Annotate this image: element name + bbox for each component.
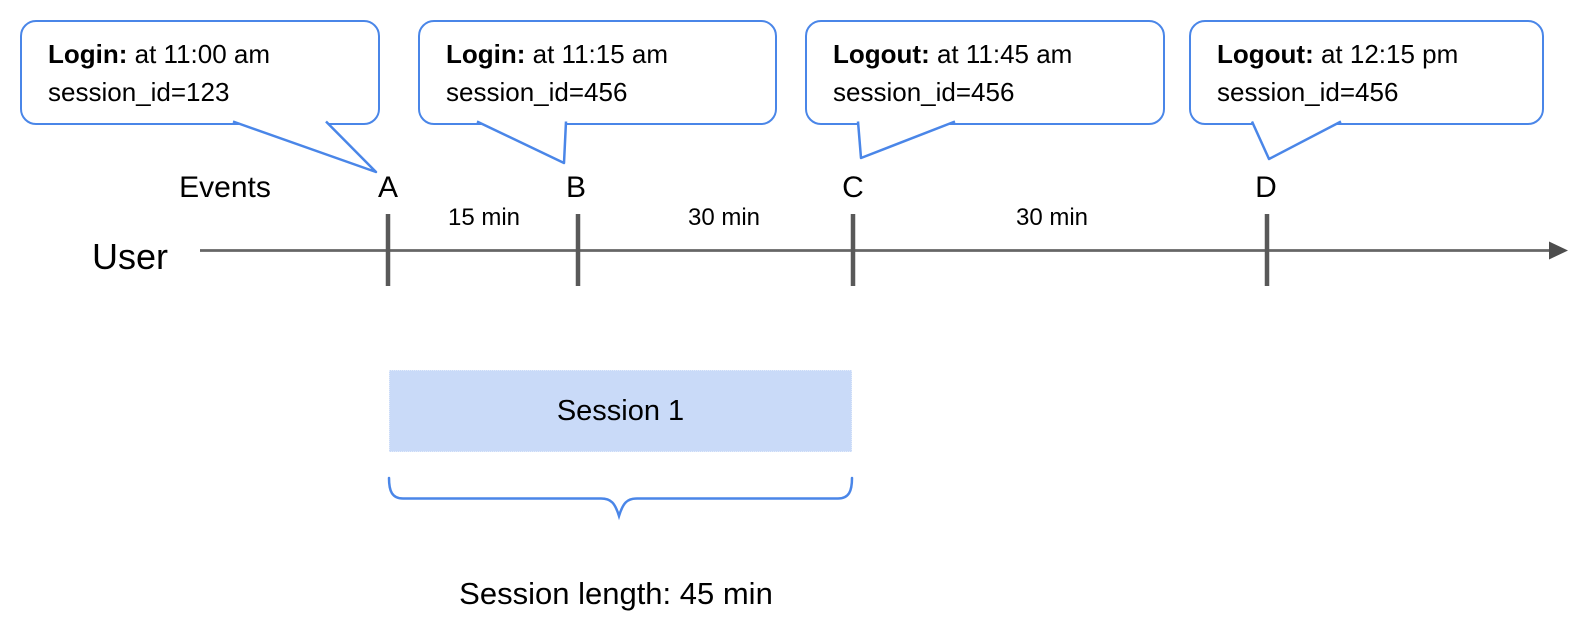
interval-label-ab: 15 min <box>447 204 521 231</box>
interval-label-bc: 30 min <box>687 204 761 231</box>
event-time: at 11:15 am <box>525 39 669 69</box>
interval-label-cd: 30 min <box>1015 204 1089 231</box>
event-letter-b: B <box>565 171 587 204</box>
session-span-box: Session 1 <box>389 370 852 452</box>
event-type-label: Logout: <box>1217 39 1314 69</box>
callout-line1: Login: at 11:15 am <box>446 35 765 73</box>
event-time: at 11:00 am <box>127 39 271 69</box>
session-brace <box>387 476 854 521</box>
user-label: User <box>92 236 169 277</box>
callout-line2: session_id=456 <box>833 77 1015 107</box>
callout-logout-d: Logout: at 12:15 pm session_id=456 <box>1189 20 1544 125</box>
callout-tail-d <box>1250 120 1342 161</box>
event-time: at 11:45 am <box>929 39 1073 69</box>
callout-line2: session_id=123 <box>48 77 230 107</box>
event-letter-a: A <box>377 171 399 204</box>
callout-login-b: Login: at 11:15 am session_id=456 <box>418 20 777 125</box>
event-type-label: Login: <box>446 39 526 69</box>
events-label: Events <box>179 171 271 204</box>
session-box-label: Session 1 <box>556 394 685 427</box>
callout-line1: Login: at 11:00 am <box>48 35 368 73</box>
event-letter-d: D <box>1255 171 1277 204</box>
event-letter-c: C <box>842 171 864 204</box>
timeline-arrowhead-icon <box>1549 241 1568 260</box>
callout-tail-b <box>476 120 568 165</box>
callout-tail-c <box>856 120 956 160</box>
callout-login-a: Login: at 11:00 am session_id=123 <box>20 20 380 125</box>
callout-line1: Logout: at 11:45 am <box>833 35 1153 73</box>
callout-tail-a <box>232 120 378 174</box>
callout-logout-c: Logout: at 11:45 am session_id=456 <box>805 20 1165 125</box>
event-type-label: Logout: <box>833 39 930 69</box>
event-type-label: Login: <box>48 39 128 69</box>
event-time: at 12:15 pm <box>1313 39 1459 69</box>
callout-line1: Logout: at 12:15 pm <box>1217 35 1532 73</box>
session-length-label: Session length: 45 min <box>459 576 773 611</box>
callout-line2: session_id=456 <box>446 77 628 107</box>
callout-line2: session_id=456 <box>1217 77 1399 107</box>
